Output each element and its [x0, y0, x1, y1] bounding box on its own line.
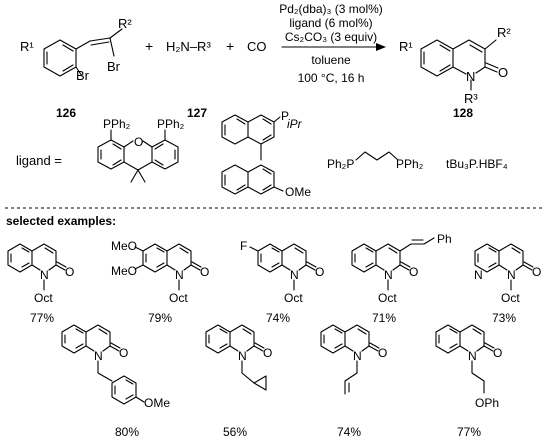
ex6-n: N — [94, 349, 103, 363]
example-2: MeO MeO N O Oct 79% — [111, 239, 209, 325]
example-5: N N O Oct 73% — [474, 243, 541, 325]
ligand-binaphthyl-phosphine: P iPr OMe — [221, 109, 311, 199]
ex4-yield: 71% — [372, 311, 396, 325]
ex7-yield: 56% — [223, 425, 247, 439]
ex6-yield: 80% — [115, 425, 139, 439]
ex3-n: N — [290, 268, 299, 282]
ex3-yield: 74% — [266, 311, 290, 325]
ex9-oph: OPh — [475, 396, 499, 410]
plus-sign-2: + — [226, 38, 234, 54]
ex8-yield: 74% — [337, 425, 361, 439]
ex1-o: O — [65, 265, 74, 279]
ex9-yield: 77% — [457, 425, 481, 439]
ex8-o: O — [378, 346, 387, 360]
xantphos-bonds — [97, 129, 179, 183]
compound-number-126: 126 — [56, 106, 76, 120]
br-vinyl-label: Br — [107, 59, 121, 74]
ex2-meo-bottom: MeO — [111, 264, 137, 278]
ex3-f: F — [240, 239, 247, 253]
ex4-oct: Oct — [378, 291, 397, 305]
reactant-126: R¹ R² Br Br — [20, 16, 132, 83]
ex2-n: N — [175, 268, 184, 282]
carbon-monoxide: CO — [247, 39, 267, 54]
example-9: N O OPh 77% — [435, 324, 502, 439]
r1-label: R¹ — [20, 39, 34, 54]
ex7-o: O — [263, 346, 272, 360]
product-r3: R³ — [464, 91, 478, 106]
example-1: N O Oct 77% — [7, 243, 74, 325]
product-128-bonds — [420, 39, 499, 91]
example-4: Ph N O Oct 71% — [351, 232, 452, 325]
product-n: N — [466, 69, 475, 84]
ligand-xantphos: PPh₂ PPh₂ O — [97, 117, 185, 183]
examples-heading: selected examples: — [6, 214, 116, 228]
ex2-yield: 79% — [148, 311, 172, 325]
condition-temperature: 100 °C, 16 h — [298, 71, 365, 85]
ex1-yield: 77% — [30, 311, 54, 325]
ex5-oct: Oct — [501, 291, 520, 305]
binaphthyl-ipr: iPr — [287, 117, 303, 131]
xantphos-pph2-right: PPh₂ — [157, 117, 185, 131]
reaction-arrow — [281, 43, 386, 51]
ex5-o: O — [532, 265, 541, 279]
ligand-dppp: Ph₂P PPh₂ — [327, 151, 424, 171]
product-r1: R¹ — [399, 39, 413, 54]
br-aryl-label: Br — [76, 68, 90, 83]
xantphos-pph2-left: PPh₂ — [103, 117, 131, 131]
ex9-n: N — [468, 349, 477, 363]
compound-number-128: 128 — [453, 106, 473, 120]
condition-solvent: toluene — [311, 53, 351, 67]
compound-number-127: 127 — [187, 106, 207, 120]
ex5-yield: 73% — [492, 311, 516, 325]
ex5-ring-n: N — [474, 268, 483, 282]
ex5-n: N — [507, 268, 516, 282]
product-o: O — [498, 65, 508, 80]
dppp-bonds — [355, 151, 399, 161]
ex3-oct: Oct — [284, 291, 303, 305]
ex2-o: O — [200, 265, 209, 279]
example-8: N O 74% — [320, 324, 387, 439]
amine-127: H₂N–R³ — [166, 39, 211, 54]
ex4-o: O — [409, 265, 418, 279]
binaphthyl-p: P — [281, 109, 289, 123]
condition-catalyst: Pd₂(dba)₃ (3 mol%) — [279, 2, 383, 16]
ex2-meo-top: MeO — [111, 239, 137, 253]
ex9-o: O — [493, 346, 502, 360]
plus-sign-1: + — [145, 38, 153, 54]
example-3: F N O Oct 74% — [240, 239, 324, 325]
product-r2: R² — [497, 25, 511, 40]
ex4-n: N — [384, 268, 393, 282]
xantphos-o: O — [134, 135, 143, 149]
product-128: R¹ R² N O R³ — [399, 25, 511, 106]
example-7: N O 56% — [205, 324, 272, 439]
ex1-oct: Oct — [34, 291, 53, 305]
binaphthyl-bonds — [221, 114, 284, 195]
ex3-o: O — [315, 265, 324, 279]
dppp-ph2p: Ph₂P — [327, 157, 354, 171]
ligand-tbu3p-hbf4: tBu₃P.HBF₄ — [446, 157, 508, 171]
ex1-n: N — [40, 268, 49, 282]
dppp-pph2: PPh₂ — [396, 157, 424, 171]
ex2-oct: Oct — [169, 291, 188, 305]
ex8-n: N — [353, 349, 362, 363]
binaphthyl-ome: OMe — [285, 185, 311, 199]
ligand-label: ligand = — [16, 153, 62, 168]
condition-ligand: ligand (6 mol%) — [289, 16, 372, 30]
reactant-126-bonds — [43, 28, 123, 77]
ex4-ph: Ph — [437, 232, 452, 246]
r2-label: R² — [118, 16, 132, 31]
example-6: N O OMe 80% — [61, 324, 170, 439]
ex6-ome: OMe — [144, 396, 170, 410]
ex6-o: O — [119, 346, 128, 360]
condition-base: Cs₂CO₃ (3 equiv) — [285, 30, 377, 44]
ex7-n: N — [238, 349, 247, 363]
